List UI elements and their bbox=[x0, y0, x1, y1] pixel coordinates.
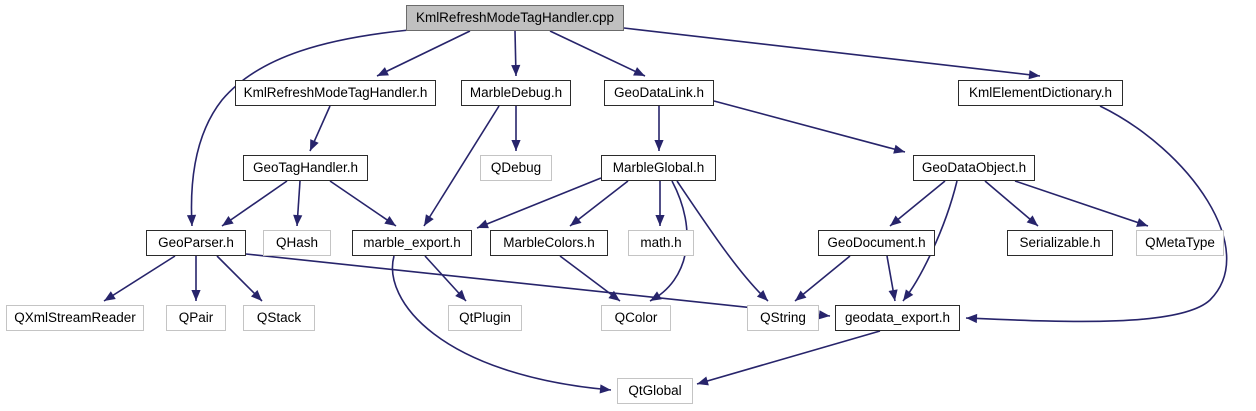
arrowhead-marble_export_h-to-qtplugin bbox=[455, 289, 466, 301]
arrowhead-marbledebug_h-to-qdebug bbox=[511, 140, 521, 151]
graph-node-geoparser_h[interactable]: GeoParser.h bbox=[146, 230, 246, 256]
arrowhead-geotaghandler_h-to-geoparser_h bbox=[222, 215, 234, 226]
edge-root-to-kmlrefresh_h bbox=[376, 30, 471, 77]
arrowhead-marbleglobal_h-to-qcolor bbox=[650, 291, 662, 301]
edge-geotaghandler_h-to-marble_export_h bbox=[329, 180, 397, 227]
edge-kmlelemdict_h-to-geodata_export_h bbox=[965, 105, 1228, 323]
edge-geodatalink_h-to-geodataobject_h bbox=[713, 100, 906, 153]
arrowhead-marbleglobal_h-to-qstring bbox=[756, 290, 768, 301]
arrowhead-geoparser_h-to-qpair bbox=[191, 290, 201, 301]
edge-marblecolors_h-to-qcolor bbox=[559, 255, 621, 302]
graph-node-geodataobject_h[interactable]: GeoDataObject.h bbox=[913, 155, 1035, 181]
graph-node-qdebug[interactable]: QDebug bbox=[480, 155, 552, 181]
graph-node-qxmlstreamreader[interactable]: QXmlStreamReader bbox=[6, 305, 144, 331]
edge-marbledebug_h-to-marble_export_h bbox=[423, 105, 500, 227]
arrowhead-marblecolors_h-to-qcolor bbox=[608, 290, 620, 301]
edge-root-to-geoparser_h bbox=[190, 29, 410, 227]
arrowhead-marble_export_h-to-qtglobal bbox=[599, 384, 611, 394]
arrowhead-root-to-geoparser_h bbox=[186, 214, 197, 226]
graph-node-geotaghandler_h[interactable]: GeoTagHandler.h bbox=[243, 155, 368, 181]
graph-node-qpair[interactable]: QPair bbox=[166, 305, 226, 331]
arrowhead-root-to-geodatalink_h bbox=[633, 67, 645, 76]
edge-geodata_export_h-to-qtglobal bbox=[696, 330, 881, 385]
edge-geoparser_h-to-geodata_export_h bbox=[245, 253, 831, 317]
graph-node-qcolor[interactable]: QColor bbox=[601, 305, 671, 331]
edge-geoparser_h-to-qxmlstreamreader bbox=[103, 255, 176, 302]
edge-marble_export_h-to-qtglobal bbox=[391, 255, 612, 391]
arrowhead-geodataobject_h-to-geodata_export_h bbox=[903, 289, 914, 301]
graph-node-qtglobal[interactable]: QtGlobal bbox=[617, 378, 693, 404]
edge-geodataobject_h-to-qmetatype bbox=[1014, 180, 1149, 227]
arrowhead-marbleglobal_h-to-math_h bbox=[655, 215, 665, 226]
arrowhead-kmlrefresh_h-to-geotaghandler_h bbox=[310, 139, 319, 151]
graph-node-math_h[interactable]: math.h bbox=[628, 230, 694, 256]
graph-node-qhash[interactable]: QHash bbox=[263, 230, 331, 256]
arrowhead-marbleglobal_h-to-marble_export_h bbox=[477, 219, 489, 229]
graph-node-kmlelemdict_h[interactable]: KmlElementDictionary.h bbox=[958, 80, 1123, 106]
graph-node-qmetatype[interactable]: QMetaType bbox=[1136, 230, 1224, 256]
arrowhead-kmlelemdict_h-to-geodata_export_h bbox=[966, 313, 978, 324]
graph-node-marble_export_h[interactable]: marble_export.h bbox=[352, 230, 472, 256]
arrowhead-geodataobject_h-to-geodocument_h bbox=[890, 215, 902, 226]
arrowhead-root-to-marbledebug_h bbox=[511, 64, 521, 76]
arrowhead-geodocument_h-to-qstring bbox=[795, 290, 807, 301]
arrowhead-root-to-kmlelemdict_h bbox=[1028, 70, 1040, 80]
arrowhead-geodatalink_h-to-marbleglobal_h bbox=[654, 140, 664, 151]
graph-node-kmlrefresh_h[interactable]: KmlRefreshModeTagHandler.h bbox=[235, 80, 436, 106]
arrowhead-geoparser_h-to-qxmlstreamreader bbox=[104, 291, 116, 301]
edge-marbleglobal_h-to-marble_export_h bbox=[476, 177, 602, 229]
arrowhead-geodatalink_h-to-geodataobject_h bbox=[893, 144, 905, 154]
arrowhead-marbleglobal_h-to-marblecolors_h bbox=[570, 215, 582, 226]
graph-node-qstack[interactable]: QStack bbox=[243, 305, 315, 331]
edge-marbleglobal_h-to-qstring bbox=[676, 180, 769, 302]
arrowhead-geodocument_h-to-geodata_export_h bbox=[888, 289, 898, 301]
graph-node-geodata_export_h[interactable]: geodata_export.h bbox=[835, 305, 960, 331]
arrowhead-geodataobject_h-to-qmetatype bbox=[1136, 218, 1148, 227]
graph-node-qstring[interactable]: QString bbox=[747, 305, 819, 331]
graph-node-marblecolors_h[interactable]: MarbleColors.h bbox=[490, 230, 608, 256]
graph-node-geodatalink_h[interactable]: GeoDataLink.h bbox=[604, 80, 714, 106]
graph-node-marbleglobal_h[interactable]: MarbleGlobal.h bbox=[601, 155, 716, 181]
arrowhead-geotaghandler_h-to-marble_export_h bbox=[384, 216, 396, 226]
graph-node-qtplugin[interactable]: QtPlugin bbox=[448, 305, 522, 331]
graph-node-geodocument_h[interactable]: GeoDocument.h bbox=[818, 230, 935, 256]
arrowhead-geoparser_h-to-qstack bbox=[250, 289, 262, 301]
edge-geodataobject_h-to-serializable_h bbox=[984, 180, 1039, 227]
arrowhead-marbledebug_h-to-marble_export_h bbox=[424, 214, 434, 226]
arrowhead-geotaghandler_h-to-qhash bbox=[293, 214, 303, 226]
arrowhead-geodata_export_h-to-qtglobal bbox=[697, 376, 709, 386]
arrowhead-root-to-kmlrefresh_h bbox=[377, 67, 389, 76]
edge-geodocument_h-to-qstring bbox=[794, 255, 851, 302]
graph-node-serializable_h[interactable]: Serializable.h bbox=[1007, 230, 1113, 256]
edge-root-to-kmlelemdict_h bbox=[623, 27, 1041, 77]
edge-marbleglobal_h-to-marblecolors_h bbox=[569, 180, 629, 227]
arrowhead-geoparser_h-to-geodata_export_h bbox=[818, 310, 830, 320]
arrowhead-geodataobject_h-to-serializable_h bbox=[1026, 215, 1038, 226]
edge-geotaghandler_h-to-geoparser_h bbox=[221, 180, 288, 227]
edge-geodataobject_h-to-geodocument_h bbox=[889, 180, 946, 227]
edge-root-to-geodatalink_h bbox=[549, 30, 646, 77]
graph-node-root: KmlRefreshModeTagHandler.cpp bbox=[406, 5, 624, 31]
graph-node-marbledebug_h[interactable]: MarbleDebug.h bbox=[461, 80, 571, 106]
